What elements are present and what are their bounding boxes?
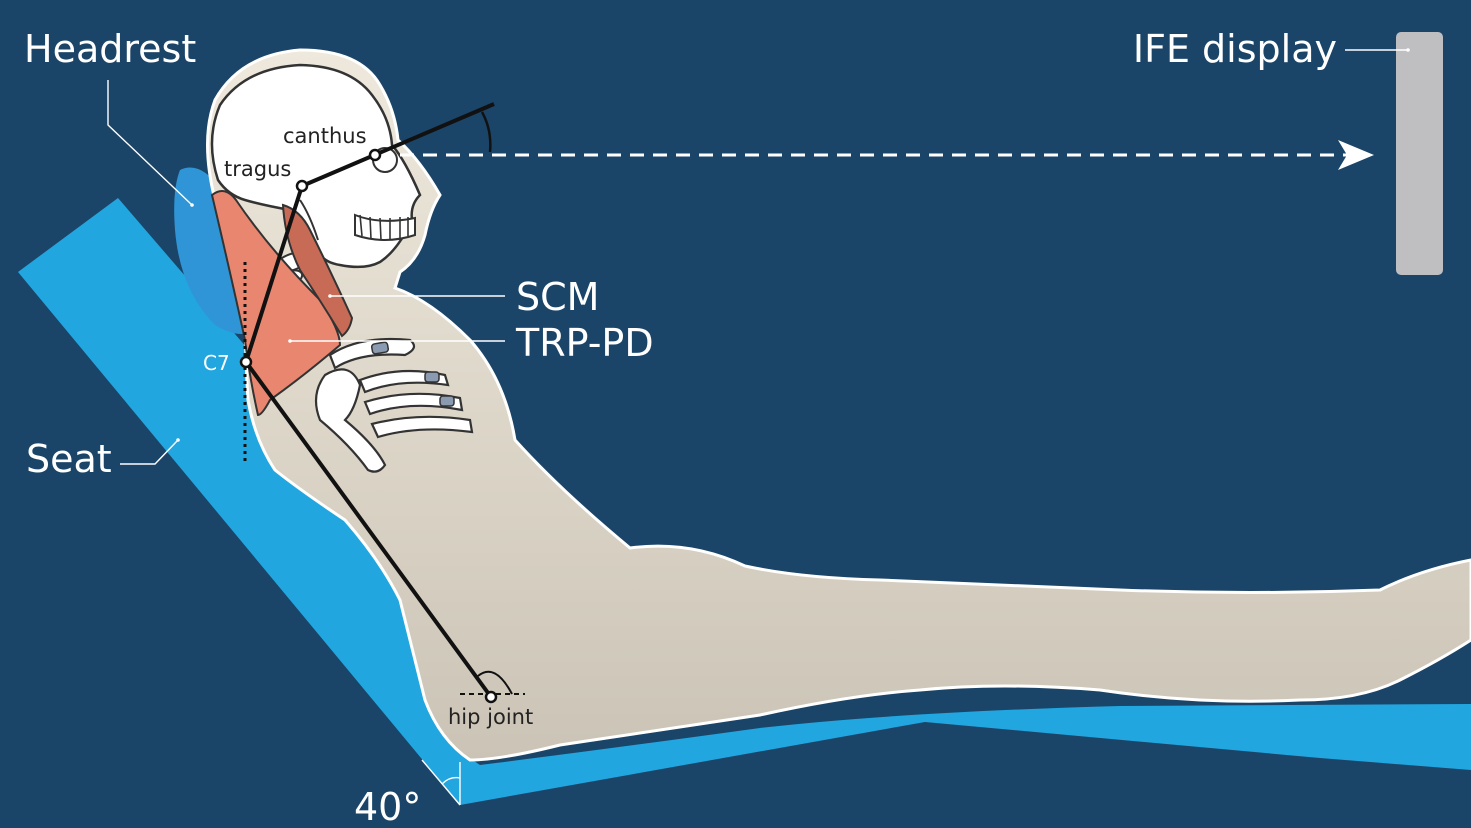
c7-label: C7 [203,351,230,375]
ife-display-screen [1396,32,1443,275]
seat-angle-label: 40° [354,785,421,828]
c7-point [241,357,251,367]
canthus-point [370,150,380,160]
seat-leader-dot [176,438,180,442]
scm-label: SCM [516,275,599,319]
trp-leader-dot [288,339,292,343]
tragus-point [297,181,307,191]
trp-pd-label: TRP-PD [515,321,654,365]
scm-leader-dot [328,294,332,298]
hip-joint-point [486,692,496,702]
hip-joint-label: hip joint [448,705,533,729]
seat-label: Seat [26,437,112,481]
canthus-label: canthus [283,124,367,148]
ife-leader-dot [1406,48,1410,52]
tragus-label: tragus [224,157,291,181]
headrest-label: Headrest [24,27,196,71]
headrest-leader-dot [190,203,194,207]
ife-display-label: IFE display [1133,27,1337,71]
